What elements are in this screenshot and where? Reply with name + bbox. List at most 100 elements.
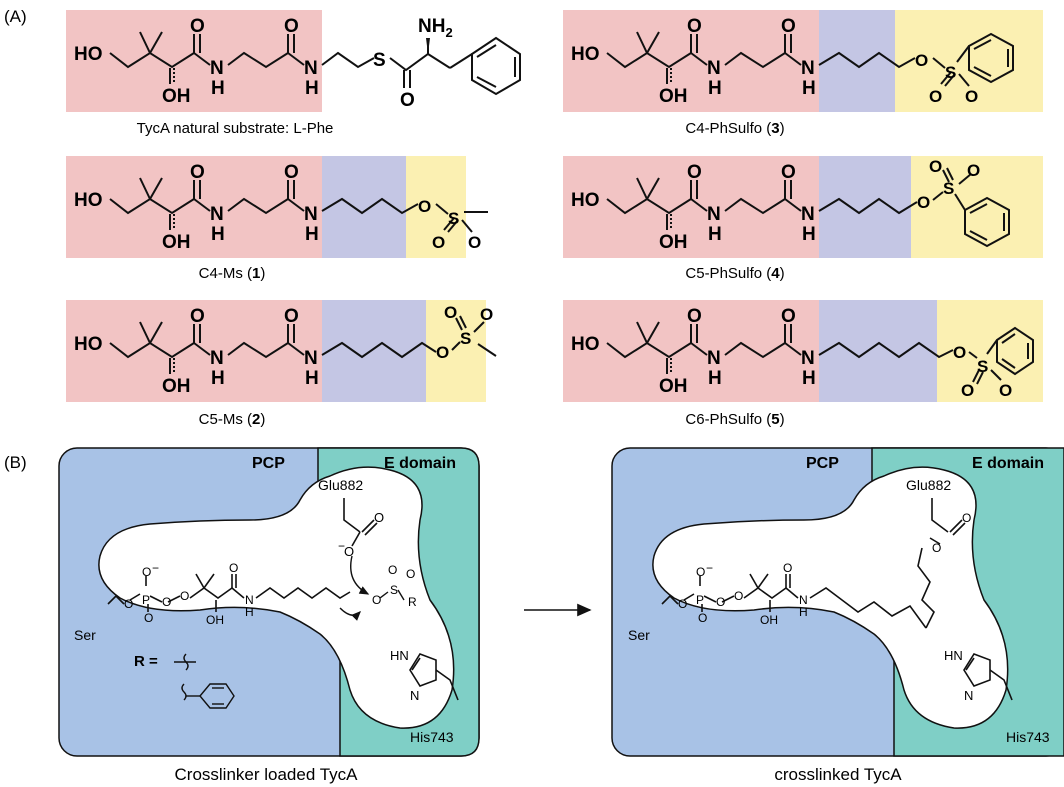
atom-h: H: [305, 78, 319, 99]
atom-hn: HN: [390, 648, 409, 663]
caption-crosslinked: crosslinked TycA: [774, 765, 902, 784]
atom-o: O: [781, 16, 796, 37]
atom-o: O: [962, 511, 971, 525]
pantetheine-highlight: [563, 10, 819, 112]
atom-oh: OH: [206, 613, 224, 627]
atom-ho: HO: [571, 44, 600, 65]
atom-o: O: [144, 611, 153, 625]
atom-n: N: [245, 593, 254, 607]
atom-n: N: [801, 204, 815, 225]
atom-oh: OH: [659, 86, 688, 107]
linker-highlight: [819, 10, 895, 112]
atom-o: O: [999, 381, 1012, 400]
atom-s: S: [448, 209, 459, 228]
atom-o: O: [162, 595, 171, 609]
atom-p: P: [696, 593, 704, 607]
atom-oh: OH: [162, 232, 191, 253]
atom-o: O: [783, 561, 792, 575]
atom-n: N: [707, 58, 721, 79]
atom-minus: −: [338, 539, 345, 553]
atom-o: O: [929, 87, 942, 106]
atom-o: O: [374, 510, 384, 525]
compound-4: HO OH O N H O N H O S O O: [563, 156, 1043, 258]
atom-o: O: [418, 197, 431, 216]
attack-arrow: [350, 555, 370, 595]
linker-highlight: [322, 300, 426, 402]
compound-l-phe: HO OH O N H O N H S O NH2: [66, 10, 521, 112]
atom-o: O: [716, 595, 725, 609]
pantetheine-highlight: [66, 300, 322, 402]
panel-b-label: (B): [4, 453, 27, 472]
atom-o: O: [961, 381, 974, 400]
atom-o: O: [953, 343, 966, 362]
atom-minus: −: [152, 561, 159, 575]
atom-oh: OH: [162, 376, 191, 397]
ser-label: Ser: [628, 627, 650, 643]
atom-o: O: [687, 16, 702, 37]
atom-o: O: [344, 544, 354, 559]
compound-label-4: C5-PhSulfo (4): [685, 265, 784, 282]
pcp-label: PCP: [806, 455, 839, 472]
atom-o: O: [180, 589, 189, 603]
atom-o: O: [698, 611, 707, 625]
compound-5: HO OH O N H O N H O S O O: [563, 300, 1043, 402]
pantetheine-highlight: [66, 10, 322, 112]
atom-o: O: [400, 90, 415, 111]
atom-n: N: [210, 348, 224, 369]
atom-h: H: [708, 78, 722, 99]
scheme-loaded: PCP E domain Glu882 His743 Ser R = O O −: [58, 447, 480, 757]
atom-o: O: [388, 563, 397, 577]
atom-o: O: [284, 16, 299, 37]
atom-s: S: [977, 357, 988, 376]
atom-o: O: [372, 593, 381, 607]
atom-h: H: [799, 605, 808, 619]
atom-o: O: [142, 565, 151, 579]
atom-h: H: [245, 605, 254, 619]
glu-label: Glu882: [318, 477, 363, 493]
compound-1: HO OH O N H O N H O S O O: [66, 156, 488, 258]
atom-n: N: [799, 593, 808, 607]
atom-s: S: [945, 63, 956, 82]
atom-n: N: [304, 348, 318, 369]
atom-s: S: [460, 329, 471, 348]
linker-highlight: [819, 156, 911, 258]
atom-n: N: [964, 688, 973, 703]
his-label: His743: [410, 729, 454, 745]
atom-o: O: [781, 306, 796, 327]
atom-o: O: [480, 305, 493, 324]
atom-n: N: [210, 204, 224, 225]
atom-n: N: [410, 688, 419, 703]
atom-h: H: [211, 368, 225, 389]
compound-label-1: C4-Ms (1): [199, 265, 266, 282]
compound-label-l-phe: TycA natural substrate: L-Phe: [137, 120, 334, 137]
atom-ho: HO: [74, 334, 103, 355]
atom-r: R: [408, 595, 417, 609]
atom-o: O: [967, 161, 980, 180]
atom-oh: OH: [659, 376, 688, 397]
atom-h: H: [802, 368, 816, 389]
e-domain-label: E domain: [972, 455, 1044, 472]
atom-n: N: [707, 348, 721, 369]
atom-ho: HO: [571, 190, 600, 211]
binding-pocket: [98, 466, 455, 729]
atom-o: O: [190, 162, 205, 183]
atom-ho: HO: [571, 334, 600, 355]
atom-o: O: [734, 589, 743, 603]
atom-minus: −: [706, 561, 713, 575]
atom-n: N: [801, 348, 815, 369]
atom-o: O: [284, 162, 299, 183]
atom-o: O: [917, 193, 930, 212]
atom-o: O: [468, 233, 481, 252]
caption-loaded: Crosslinker loaded TycA: [175, 765, 359, 784]
atom-o: O: [436, 343, 449, 362]
atom-s: S: [390, 583, 398, 597]
atom-oh: OH: [162, 86, 191, 107]
compound-2: HO OH O N H O N H O S O O: [66, 300, 497, 402]
atom-n: N: [210, 58, 224, 79]
atom-h: H: [708, 368, 722, 389]
atom-s: S: [373, 50, 386, 71]
atom-h: H: [305, 368, 319, 389]
linker-highlight: [819, 300, 937, 402]
atom-hn: HN: [944, 648, 963, 663]
